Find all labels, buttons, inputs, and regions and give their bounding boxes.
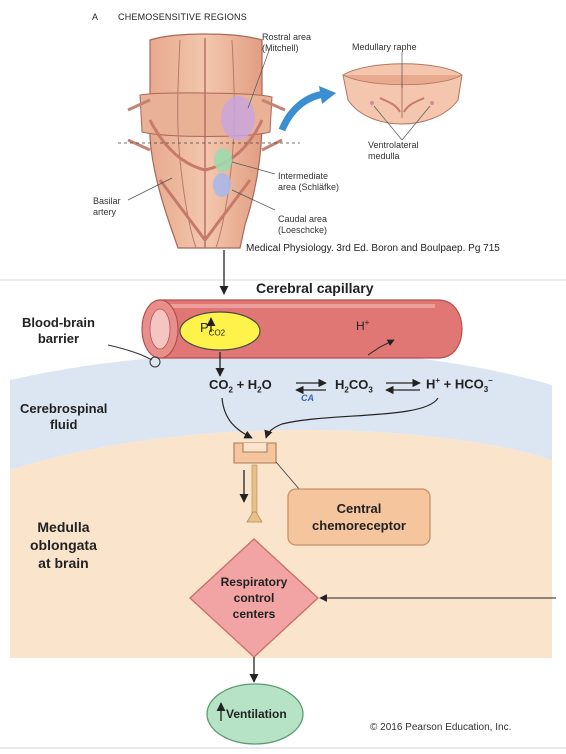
eq-co2-h2o: CO2 + H2O [209, 377, 272, 395]
medulla-cross-section [342, 52, 463, 141]
eq-h2co3: H2CO3 [335, 377, 373, 395]
pco2-label: PCO2 [200, 320, 226, 338]
cerebral-capillary-label: Cerebral capillary [256, 280, 374, 296]
rostral-area-label: Rostral area(Mitchell) [262, 32, 312, 53]
citation-text: Medical Physiology. 3rd Ed. Boron and Bo… [246, 243, 500, 254]
rostral-area-blob [221, 96, 255, 140]
copyright-text: © 2016 Pearson Education, Inc. [370, 722, 512, 733]
medulla-region [10, 430, 552, 658]
ca-enzyme-label: CA [301, 393, 314, 403]
panel-letter: A [92, 12, 99, 22]
chemoreceptor-cup [233, 442, 277, 464]
panel-title: CHEMOSENSITIVE REGIONS [118, 12, 247, 22]
central-chemoreceptor-box [287, 488, 431, 546]
h-plus-capillary: H+ [356, 318, 370, 333]
caudal-area-label: Caudal area(Loeschcke) [278, 214, 328, 235]
blue-curved-arrow [278, 90, 325, 132]
intermediate-area-blob [214, 148, 232, 172]
brainstem-illustration [118, 33, 300, 249]
medullary-raphe-label: Medullary raphe [352, 42, 417, 52]
ventilation-label: Ventilation [226, 707, 287, 721]
ventilation-oval [206, 683, 304, 745]
caudal-area-blob [213, 173, 231, 197]
eq-h-hco3: H+ + HCO3– [426, 376, 493, 394]
pco2-bubble [179, 311, 261, 351]
